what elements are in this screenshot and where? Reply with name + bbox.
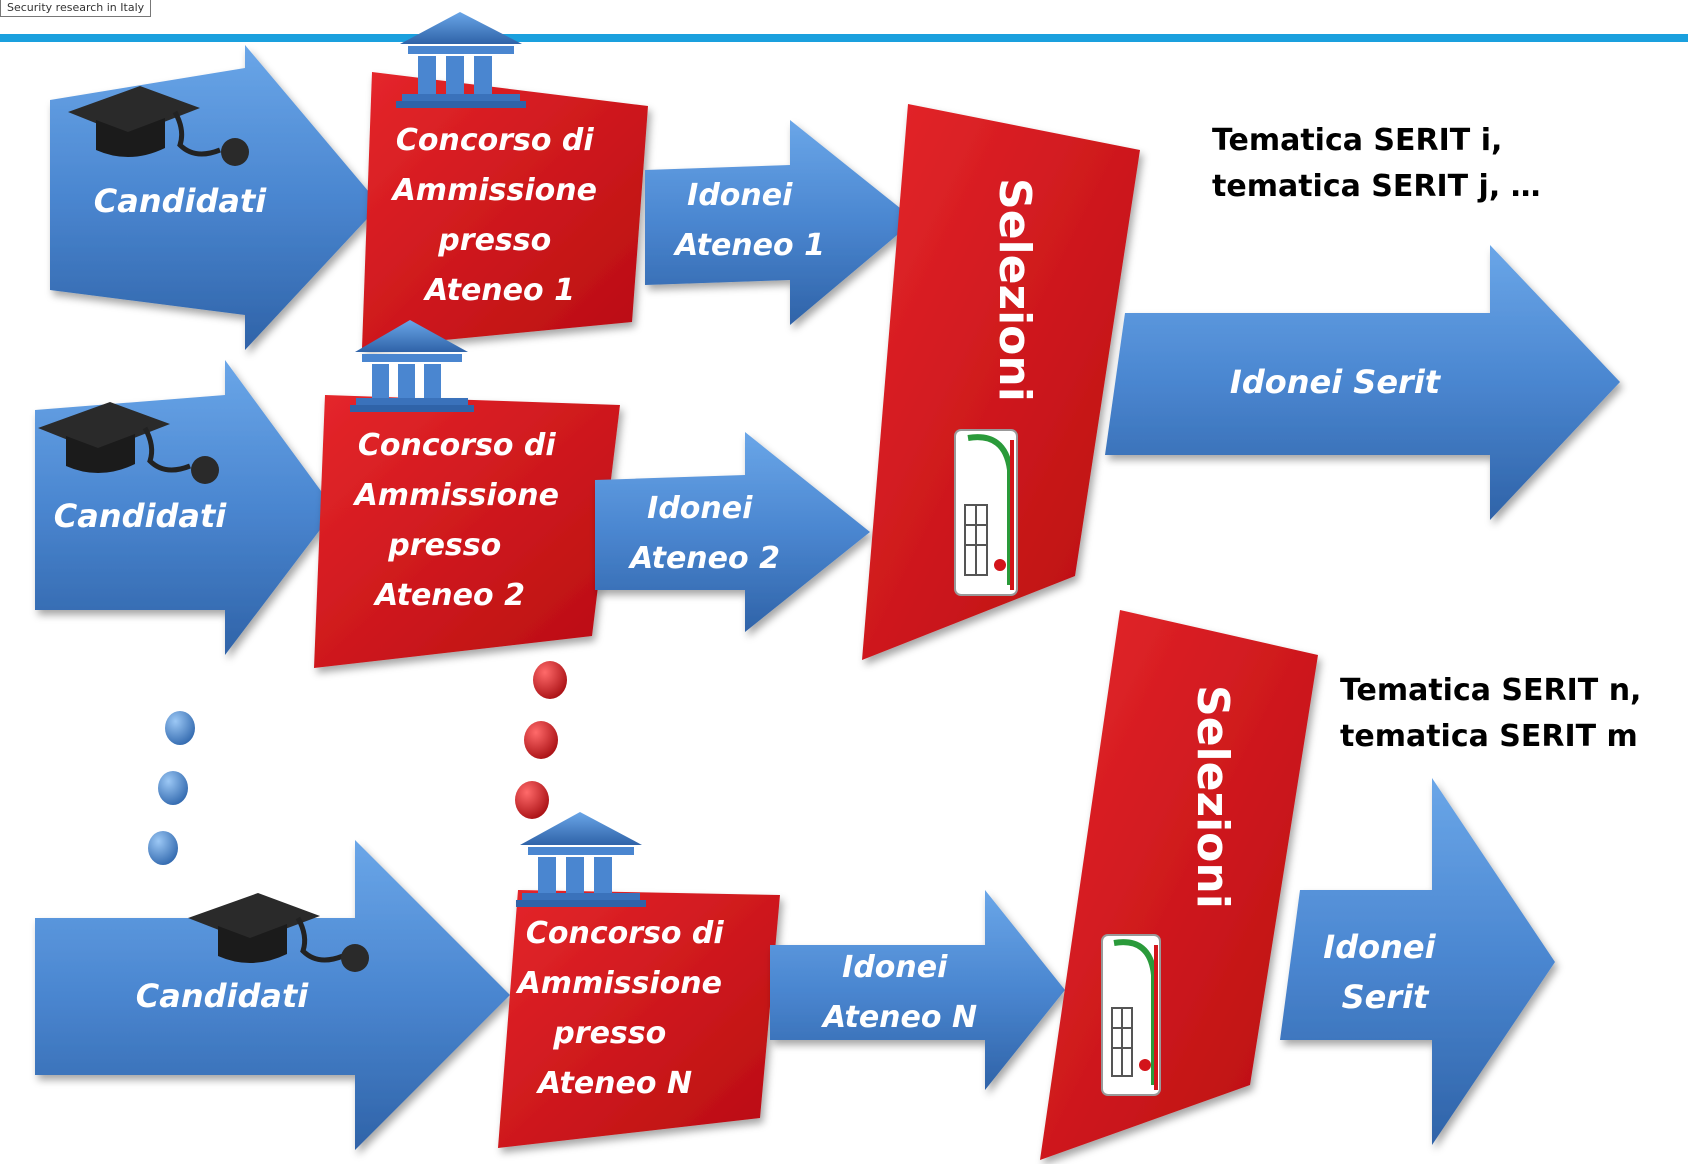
serit-logo-icon [954,429,1018,596]
contest-line: Concorso di [526,916,725,951]
eligible-text-2: Idonei Ateneo 2 [628,491,780,576]
output-line: Idonei [1323,928,1436,966]
more-candidates-dots [148,711,195,865]
output-label-top: Idonei Serit [1230,363,1442,401]
eligible-line: Idonei [842,950,948,985]
theme-line: Tematica SERIT i, [1212,123,1503,158]
eligible-arrow-1 [645,120,915,325]
header-band [0,34,1688,42]
contest-line: presso [552,1016,666,1051]
contest-line: Ateneo 2 [373,578,525,613]
eligible-text-1: Idonei Ateneo 1 [673,178,825,263]
eligible-text-n: Idonei Ateneo N [821,950,977,1035]
selection-box-bottom [1040,610,1318,1160]
theme-text-top: Tematica SERIT i, tematica SERIT j, … [1212,118,1541,210]
university-building-icon [396,12,526,108]
eligible-line: Idonei [687,178,793,213]
selection-label-top: Selezioni [989,178,1040,402]
candidates-label-1: Candidati [94,182,268,220]
contest-box-1 [362,72,648,348]
logo-caption: Security research in Italy [0,0,152,17]
contest-line: presso [387,528,501,563]
theme-text-bottom: Tematica SERIT n, tematica SERIT m [1340,668,1641,760]
contest-line: Concorso di [396,123,595,158]
eligible-line: Ateneo N [821,1000,977,1035]
contest-text-n: Concorso di Ammissione presso Ateneo N [516,916,735,1101]
graduation-cap-icon [188,893,369,972]
contest-text-2: Concorso di Ammissione presso Ateneo 2 [353,428,570,613]
output-line: Serit [1342,978,1431,1016]
selection-box-top [862,104,1140,660]
contest-line: Ammissione [353,478,559,513]
theme-line: tematica SERIT m [1340,719,1638,754]
contest-line: Ateneo 1 [423,273,575,308]
contest-box-2 [314,395,620,668]
output-text-bottom: Idonei Serit [1323,928,1446,1016]
eligible-line: Ateneo 2 [628,541,780,576]
output-arrow-bottom [1280,778,1555,1145]
candidates-label-2: Candidati [54,497,228,535]
eligible-line: Idonei [647,491,753,526]
candidates-arrow-n [35,840,510,1150]
contest-line: presso [437,223,551,258]
candidates-label-n: Candidati [136,977,310,1015]
theme-line: tematica SERIT j, … [1212,169,1541,204]
contest-line: Ateneo N [536,1066,692,1101]
graduation-cap-icon [38,402,219,484]
eligible-arrow-2 [595,432,870,632]
more-contests-dots [515,661,567,819]
selection-label-bottom: Selezioni [1187,685,1238,909]
contest-box-n [498,890,780,1148]
contest-line: Ammissione [516,966,722,1001]
eligible-line: Ateneo 1 [673,228,825,263]
graduation-cap-icon [68,86,249,166]
university-building-icon [350,320,474,412]
university-building-icon [516,812,646,907]
output-arrow-top [1105,245,1620,520]
contest-line: Concorso di [358,428,557,463]
serit-logo-icon [1101,934,1161,1096]
contest-text-1: Concorso di Ammissione presso Ateneo 1 [391,123,608,308]
contest-line: Ammissione [391,173,597,208]
theme-line: Tematica SERIT n, [1340,673,1642,708]
eligible-arrow-n [770,890,1065,1090]
